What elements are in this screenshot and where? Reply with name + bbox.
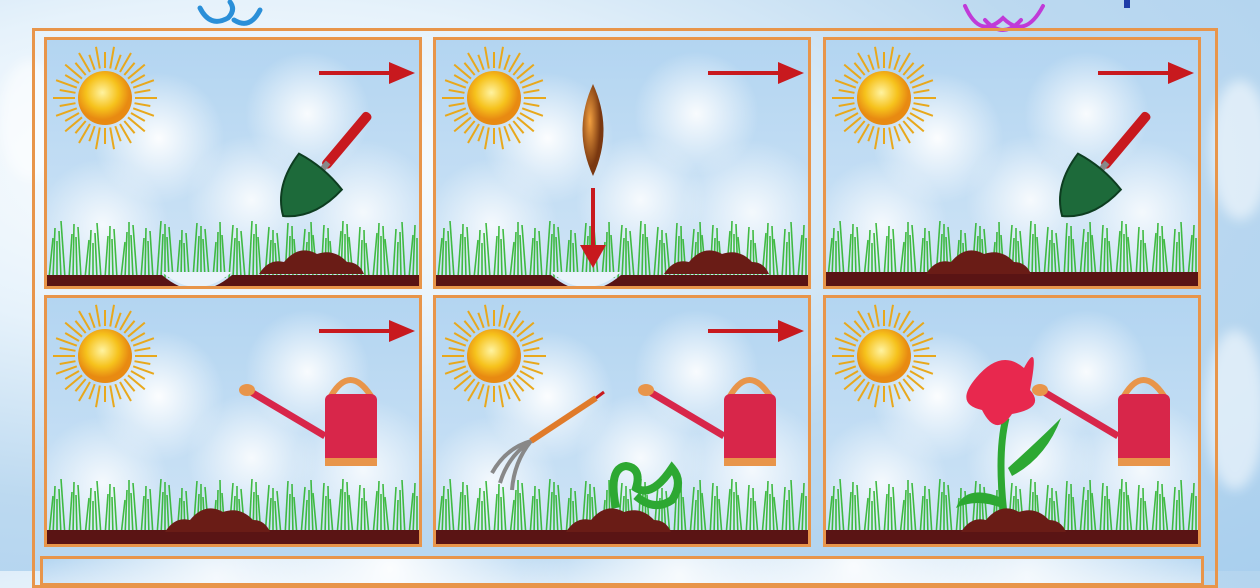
- story-panel-5: [433, 295, 811, 547]
- soil-ground: [47, 530, 419, 544]
- sun-icon: [442, 47, 546, 149]
- sun-icon: [832, 47, 936, 149]
- shovel-icon: [1041, 95, 1170, 234]
- sun-icon: [832, 305, 936, 407]
- next-step-arrow-icon: [708, 320, 804, 342]
- soil-ground: [436, 530, 808, 544]
- soil-ground: [826, 530, 1198, 544]
- rake-icon: [492, 392, 604, 490]
- sun-icon: [53, 305, 157, 407]
- seed-icon: [583, 84, 604, 176]
- soil-ground: [826, 272, 1198, 286]
- blue-doodle-icon: [190, 0, 270, 30]
- next-step-arrow-icon: [319, 320, 415, 342]
- watering-can-icon: [638, 380, 776, 466]
- next-step-arrow-icon: [1098, 62, 1194, 84]
- next-step-arrow-icon: [319, 62, 415, 84]
- next-step-arrow-icon: [708, 62, 804, 84]
- sun-icon: [53, 47, 157, 149]
- blue-dot-icon: [1120, 0, 1140, 14]
- watering-can-icon: [1032, 380, 1170, 466]
- story-panel-4: [44, 295, 422, 547]
- story-panel-6: [823, 295, 1201, 547]
- flower-icon: [956, 357, 1061, 530]
- sun-icon: [442, 305, 546, 407]
- grass: [49, 221, 417, 278]
- partial-panel-bottom: [40, 556, 1204, 586]
- shovel-icon: [262, 95, 391, 234]
- story-panel-2: [433, 37, 811, 289]
- story-panel-1: [44, 37, 422, 289]
- story-panel-3: [823, 37, 1201, 289]
- watering-can-icon: [239, 380, 377, 466]
